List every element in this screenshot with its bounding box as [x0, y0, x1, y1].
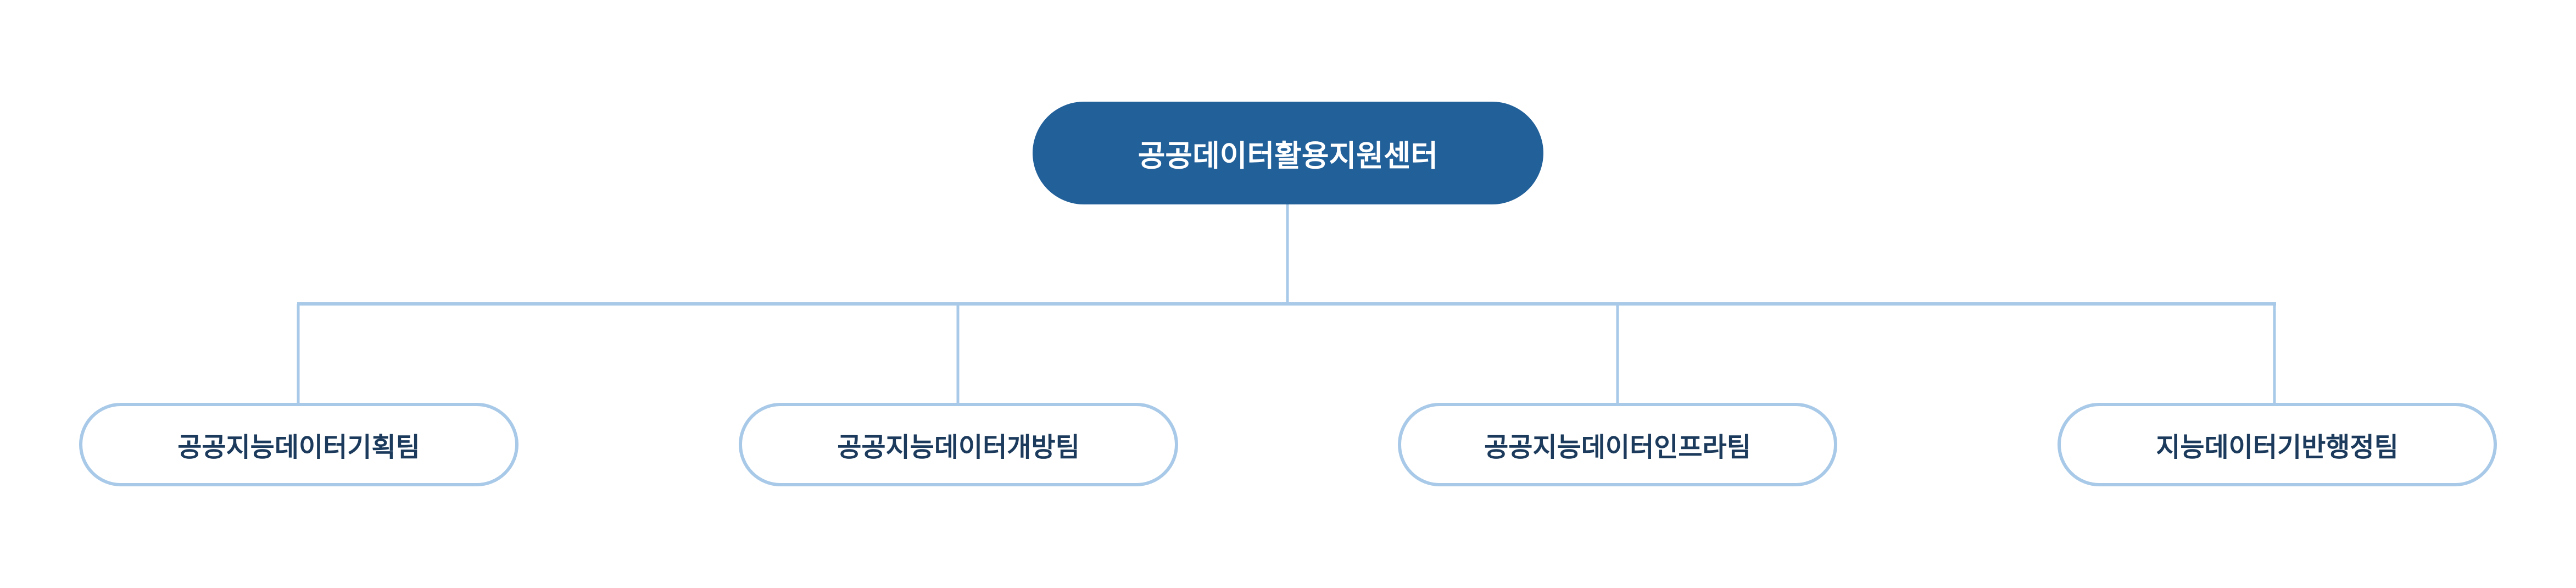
child-node-label: 지능데이터기반행정팀 — [2156, 432, 2399, 463]
child-node-planning-team[interactable]: 공공지능데이터기획팀 — [79, 403, 518, 486]
child-node-administration-team[interactable]: 지능데이터기반행정팀 — [2058, 403, 2497, 486]
root-node-label: 공공데이터활용지원센터 — [1138, 138, 1438, 173]
child-node-open-data-team[interactable]: 공공지능데이터개방팀 — [739, 403, 1178, 486]
child-node-infrastructure-team[interactable]: 공공지능데이터인프라팀 — [1398, 403, 1837, 486]
child-node-label: 공공지능데이터인프라팀 — [1484, 432, 1751, 463]
child-node-label: 공공지능데이터개방팀 — [837, 432, 1080, 463]
child-node-label: 공공지능데이터기획팀 — [177, 432, 420, 463]
root-node[interactable]: 공공데이터활용지원센터 — [1033, 102, 1543, 204]
